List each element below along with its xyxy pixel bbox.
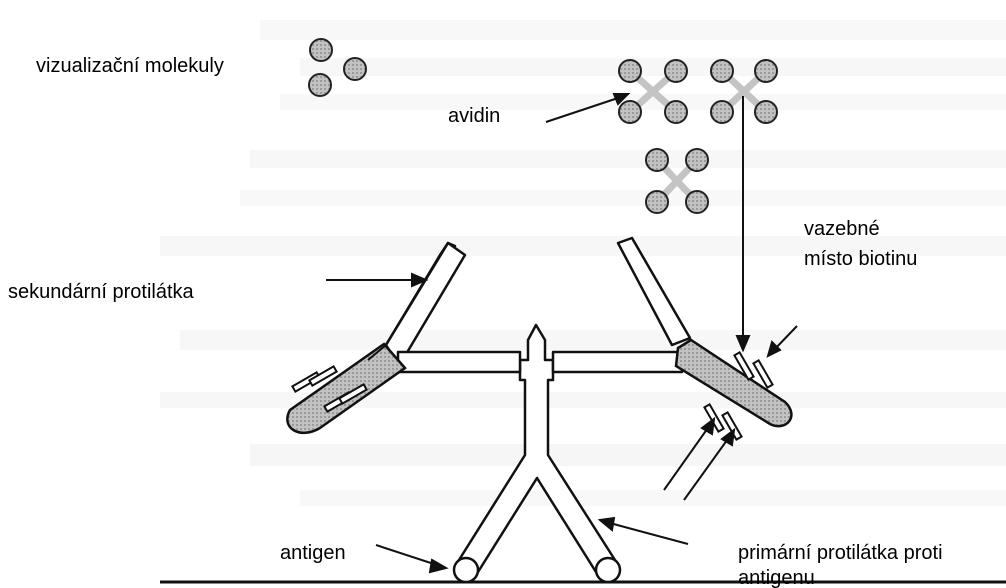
- label-secondary-antibody: sekundární protilátka: [8, 280, 194, 304]
- label-visualization-molecules: vizualizační molekuly: [36, 54, 224, 78]
- secondary-antibody-left-stem: [287, 344, 405, 433]
- label-antigen: antigen: [280, 541, 346, 565]
- label-primary-antibody-line1: primární protilátka proti: [738, 541, 943, 565]
- label-binding-site-line2: místo biotinu: [804, 247, 917, 271]
- label-primary-antibody-line2: antigenu: [738, 566, 815, 588]
- primary-antibody-arrow: [606, 522, 688, 544]
- visualization-molecule: [309, 74, 331, 96]
- visualization-molecule: [310, 39, 332, 61]
- label-binding-site-line1: vazebné: [804, 217, 880, 241]
- label-avidin: avidin: [448, 104, 500, 128]
- visualization-molecule: [344, 58, 366, 80]
- antigen-arrow: [376, 545, 440, 566]
